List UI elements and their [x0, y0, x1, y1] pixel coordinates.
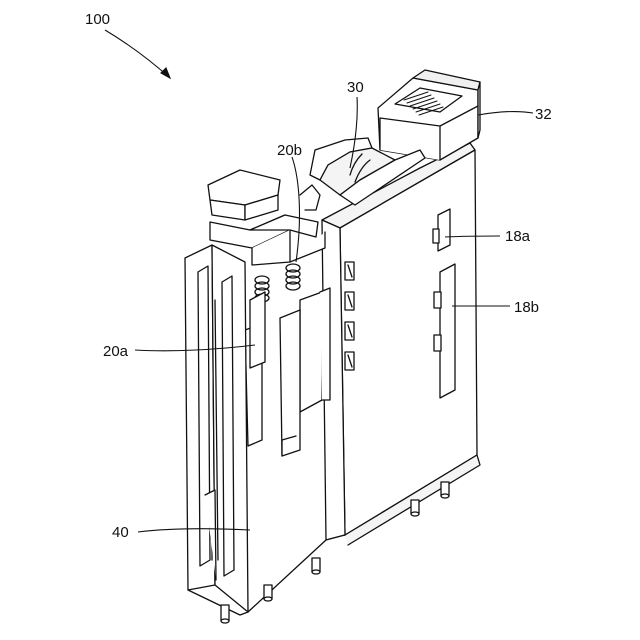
right-housing — [322, 143, 480, 545]
label-20a: 20a — [103, 343, 129, 360]
label-100: 100 — [85, 11, 110, 28]
label-32: 32 — [535, 106, 552, 123]
label-20b: 20b — [277, 142, 302, 159]
spring-20b — [286, 264, 300, 290]
arrowhead-100 — [161, 68, 170, 78]
label-40: 40 — [112, 524, 129, 541]
label-18a: 18a — [505, 228, 531, 245]
inner-slots — [245, 288, 330, 456]
label-18b: 18b — [514, 299, 539, 316]
leader-100 — [105, 30, 170, 78]
reference-labels: 100 30 32 20b 18a 18b 20a 40 — [85, 11, 552, 541]
label-30: 30 — [347, 79, 364, 96]
leader-32 — [478, 112, 533, 115]
leader-20b — [292, 157, 299, 262]
upper-slider-block — [208, 170, 325, 265]
